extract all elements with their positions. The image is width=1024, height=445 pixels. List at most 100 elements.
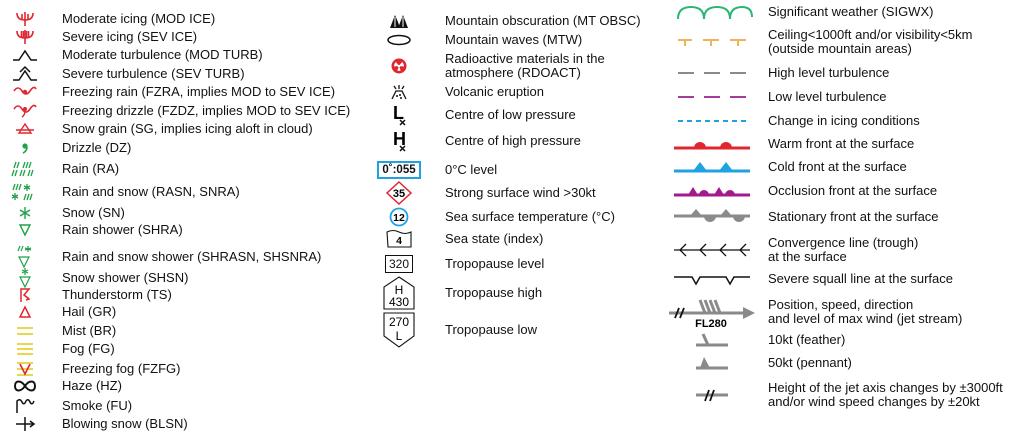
legend-label: Moderate icing (MOD ICE): [62, 11, 216, 26]
tropopause-high-value: 430: [389, 295, 409, 309]
legend-row: High level turbulence: [662, 66, 889, 80]
convergence-line-icon: [662, 243, 762, 257]
haze-icon: [0, 379, 50, 393]
legend-label: Mountain waves (MTW): [445, 32, 583, 47]
legend-row: 0˚:055 0°C level: [372, 161, 497, 179]
tropopause-high-glyph: H: [395, 283, 404, 297]
legend-row: Moderate icing (MOD ICE): [0, 11, 215, 27]
severe-icing-icon: [0, 29, 50, 45]
icing-change-line-icon: [662, 118, 762, 124]
stationary-front-icon: [662, 207, 762, 227]
legend-label: Hail (GR): [62, 304, 117, 319]
legend-label: Centre of low pressure: [445, 107, 576, 122]
legend-row: Rain (RA): [0, 161, 119, 177]
legend-row: Mountain waves (MTW): [372, 33, 582, 47]
legend-label: Sea surface temperature (°C): [445, 209, 615, 224]
legend-row: Change in icing conditions: [662, 114, 920, 128]
legend-label: Rain and snow (RASN, SNRA): [62, 184, 240, 199]
rain-snow-shower-icon: [0, 245, 50, 269]
legend-row: Convergence line (trough)at the surface: [662, 236, 918, 264]
legend-label: Mountain obscuration (MT OBSC): [445, 13, 641, 28]
legend-row: Haze (HZ): [0, 379, 122, 393]
legend-label: Freezing fog (FZFG): [62, 361, 181, 376]
legend-row: Fog (FG): [0, 342, 115, 356]
legend-row: Snow (SN): [0, 206, 125, 220]
legend-row: 35 Strong surface wind >30kt: [372, 180, 596, 206]
legend-row: Freezing rain (FZRA, implies MOD to SEV …: [0, 85, 335, 99]
legend-row: Stationary front at the surface: [662, 207, 939, 227]
legend-label: Mist (BR): [62, 323, 117, 338]
freezing-level-icon: 0˚:055: [372, 161, 426, 179]
sea-state-icon: 4: [372, 229, 426, 249]
strong-wind-value: 35: [393, 188, 405, 200]
fog-icon: [0, 342, 50, 356]
legend-label: Stationary front at the surface: [768, 209, 939, 224]
moderate-icing-icon: [0, 11, 50, 27]
warm-front-icon: [662, 137, 762, 151]
low-pressure-glyph: L: [393, 103, 404, 123]
tropopause-low-glyph: L: [396, 329, 403, 343]
legend-label: Sea state (index): [445, 231, 544, 246]
legend-label: 10kt (feather): [768, 332, 846, 347]
legend-label: Snow (SN): [62, 205, 125, 220]
legend-label: Change in icing conditions: [768, 113, 920, 128]
legend-label: Drizzle (DZ): [62, 140, 132, 155]
sea-state-value: 4: [396, 235, 402, 247]
legend-row: Significant weather (SIGWX): [662, 4, 933, 20]
sea-temperature-icon: 12: [372, 207, 426, 227]
legend-row: Mountain obscuration (MT OBSC): [372, 13, 641, 29]
legend-label: Tropopause level: [445, 256, 545, 271]
volcanic-eruption-icon: [372, 84, 426, 100]
legend-row: Thunderstorm (TS): [0, 287, 172, 303]
legend-label: Smoke (FU): [62, 398, 133, 413]
ceiling-visibility-icon: [662, 36, 762, 48]
severe-turbulence-icon: [0, 65, 50, 82]
legend-label: Rain shower (SHRA): [62, 222, 183, 237]
drizzle-icon: [0, 141, 50, 155]
legend-row: Volcanic eruption: [372, 84, 544, 100]
snow-shower-icon: [0, 267, 50, 289]
smoke-icon: [0, 398, 50, 414]
legend-label: Haze (HZ): [62, 378, 122, 393]
legend-label: Low level turbulence: [768, 89, 887, 104]
high-turbulence-line-icon: [662, 70, 762, 76]
legend-row: Warm front at the surface: [662, 137, 914, 151]
rain-icon: [0, 161, 50, 177]
thunderstorm-icon: [0, 287, 50, 303]
legend-row: Snow grain (SG, implies icing aloft in c…: [0, 122, 313, 136]
legend-label: Rain and snow shower (SHRASN, SHSNRA): [62, 249, 322, 264]
legend-label: Height of the jet axis changes by ±3000f…: [768, 380, 1003, 409]
legend-row: Blowing snow (BLSN): [0, 416, 188, 432]
legend-label: Occlusion front at the surface: [768, 183, 938, 198]
legend-label: 0°C level: [445, 162, 498, 177]
legend-label: Volcanic eruption: [445, 84, 545, 99]
legend-label: 50kt (pennant): [768, 355, 852, 370]
legend-row: Moderate turbulence (MOD TURB): [0, 48, 263, 62]
legend-row: 50kt (pennant): [662, 355, 852, 371]
legend-row: Freezing drizzle (FZDZ, implies MOD to S…: [0, 103, 350, 119]
legend-label: Rain (RA): [62, 161, 120, 176]
legend-label: Strong surface wind >30kt: [445, 185, 596, 200]
mist-icon: [0, 325, 50, 337]
legend-label: Cold front at the surface: [768, 159, 907, 174]
low-turbulence-line-icon: [662, 94, 762, 100]
legend-row: H Centre of high pressure: [372, 129, 581, 153]
legend-row: Severe icing (SEV ICE): [0, 29, 197, 45]
legend-row: 4 Sea state (index): [372, 229, 543, 249]
tropopause-level-value: 320: [384, 255, 414, 273]
jet-level-value: FL280: [695, 318, 727, 330]
legend-row: Cold front at the surface: [662, 160, 907, 174]
moderate-turbulence-icon: [0, 48, 50, 62]
legend-label: Centre of high pressure: [445, 133, 581, 148]
legend-label: Ceiling<1000ft and/or visibility<5km(out…: [768, 27, 973, 56]
freezing-rain-icon: [0, 85, 50, 99]
legend-label: Thunderstorm (TS): [62, 287, 172, 302]
legend-row: Low level turbulence: [662, 90, 887, 104]
legend-row: 10kt (feather): [662, 332, 845, 348]
legend-row: Occlusion front at the surface: [662, 184, 937, 198]
